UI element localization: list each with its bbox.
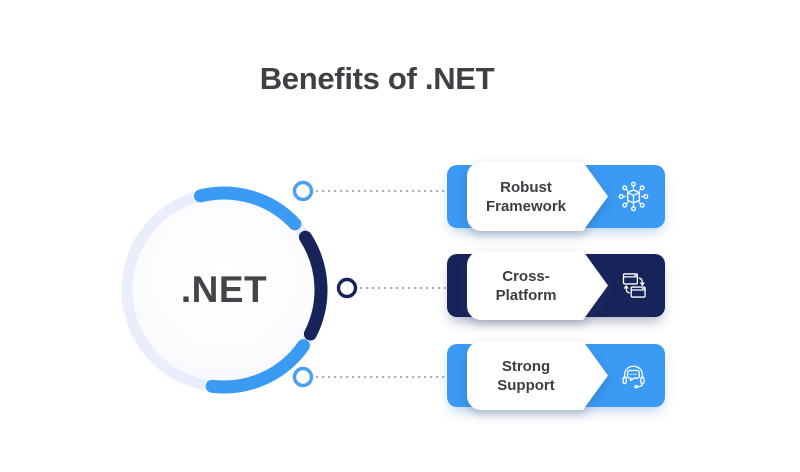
network-nodes-icon [618,181,649,212]
connector-dot-top [292,180,314,202]
benefit-label: Strong Support [497,357,555,394]
benefit-label: Robust Framework [485,178,567,215]
circle-inner-disc [132,198,316,382]
benefit-card-cross-platform: Cross-Platform [447,251,665,320]
benefit-label: Cross-Platform [495,267,557,304]
connector-dot-middle [336,277,358,299]
arc-bottom-blue [205,339,310,394]
headset-support-icon [622,365,645,389]
dotnet-label: .NET [180,269,268,310]
arc-top-blue [194,186,302,231]
sync-windows-icon [622,273,646,298]
benefit-card-strong-support: Strong Support [447,341,665,410]
card-pointer-plate [467,341,608,410]
connector-dot-bottom [292,366,314,388]
page-title: Benefits of .NET [259,61,495,96]
arc-right-navy [298,230,328,341]
card-pointer-plate [467,251,608,320]
card-pointer-plate [467,162,608,231]
benefit-card-robust-framework: Robust Framework [447,162,665,231]
